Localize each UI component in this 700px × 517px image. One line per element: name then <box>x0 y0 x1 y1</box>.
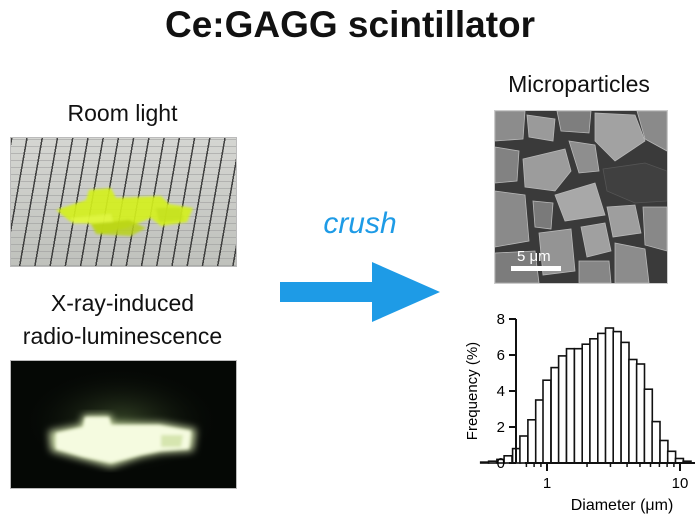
histogram-axes: 0 2 4 6 8 1 10 <box>497 311 695 492</box>
histogram-bar <box>573 347 584 464</box>
figure-title: Ce:GAGG scintillator <box>164 4 536 45</box>
sem-micrograph: 5 μm <box>494 110 668 284</box>
tick-label: 1 <box>543 475 551 492</box>
histogram-bar <box>581 343 591 464</box>
histogram-bar <box>589 337 599 464</box>
histogram-bar <box>651 420 661 464</box>
tick-label: 4 <box>497 383 505 400</box>
histogram-bar <box>487 460 498 464</box>
scale-bar-label: 5 μm <box>517 248 551 265</box>
glowing-crystal-icon <box>21 361 221 471</box>
xray-label-line2: radio-luminescence <box>22 323 223 349</box>
histogram-bar <box>565 347 576 464</box>
room-light-photo <box>10 137 237 267</box>
histogram-bar <box>527 419 537 464</box>
tick-label: 0 <box>497 455 505 472</box>
histogram-bar <box>542 379 552 464</box>
room-light-label: Room light <box>67 100 178 126</box>
histogram-bar <box>597 332 607 464</box>
tick-label: 6 <box>497 347 505 364</box>
crush-label: crush <box>323 207 397 240</box>
histogram-bar <box>620 341 630 464</box>
xray-label-line1: X-ray-induced <box>50 290 195 316</box>
tick-label: 2 <box>497 419 505 436</box>
xray-luminescence-label: X-ray-induced radio-luminescence <box>0 287 245 353</box>
x-axis-label: Diameter (μm) <box>571 497 674 514</box>
y-axis-label: Frequency (%) <box>464 342 481 440</box>
scale-bar <box>511 266 561 271</box>
histogram-bars <box>479 327 692 464</box>
histogram-bar <box>643 388 654 464</box>
histogram-bar <box>503 455 513 464</box>
histogram-bar <box>666 450 677 464</box>
microparticles-sem-icon: 5 μm <box>494 110 668 284</box>
histogram-bar <box>604 327 615 464</box>
histogram-bar <box>612 330 622 464</box>
xray-luminescence-photo <box>10 360 237 489</box>
histogram-bar <box>659 439 669 464</box>
size-distribution-histogram: 0 2 4 6 8 1 10 Frequency (%) Diameter (μm) <box>464 311 695 514</box>
crystal-fragments-icon <box>56 188 193 236</box>
tick-label: 10 <box>672 475 689 492</box>
histogram-bar <box>557 355 568 464</box>
tick-label: 8 <box>497 311 505 328</box>
right-arrow-icon <box>280 262 440 322</box>
histogram-bar <box>519 435 529 464</box>
histogram-bar <box>635 363 646 464</box>
microparticles-label: Microparticles <box>508 71 650 97</box>
histogram-bar <box>628 358 638 464</box>
histogram-bar <box>479 461 490 464</box>
